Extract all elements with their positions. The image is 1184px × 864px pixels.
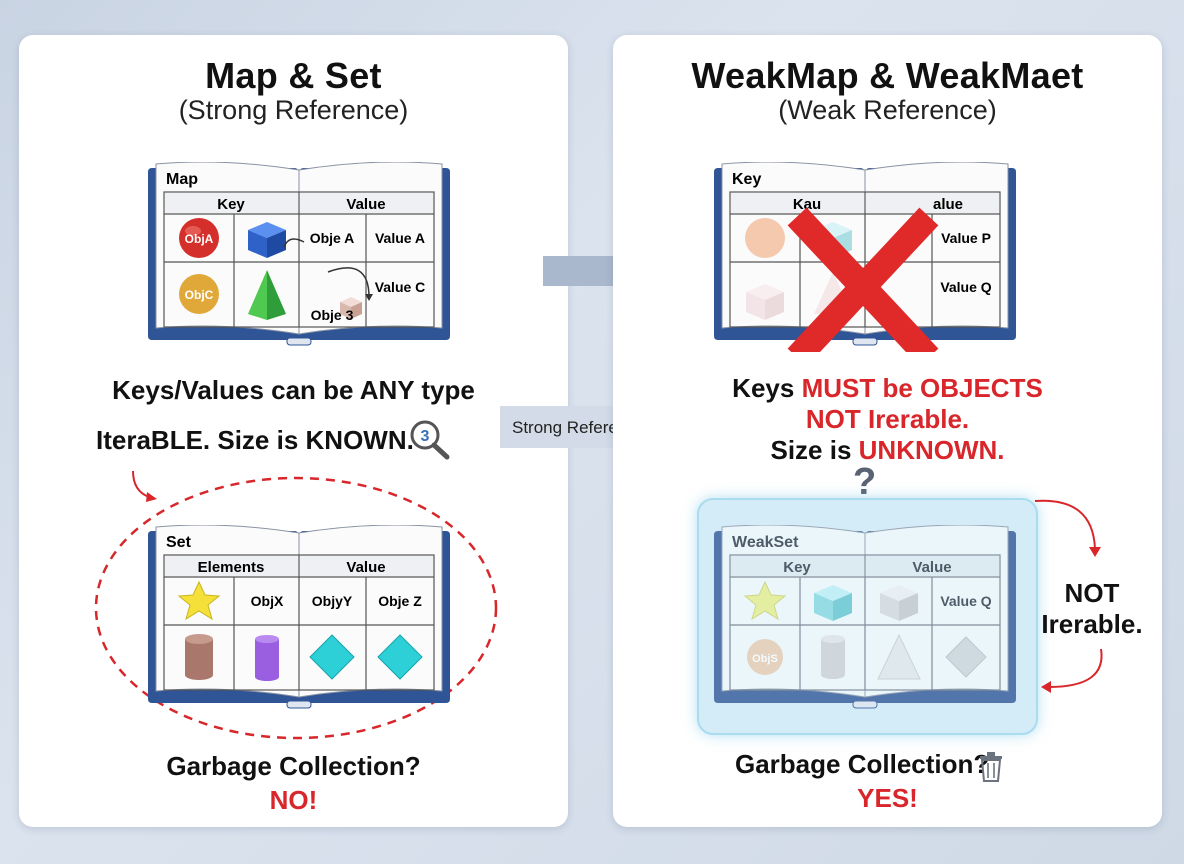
cylinder-icon	[185, 634, 213, 680]
cell-obje-a: Obje A	[310, 230, 355, 246]
set-book: Set Elements Value ObjX ObjyY Obje Z	[148, 525, 450, 709]
weakset-book: WeakSet Key Value Value Q ObjS	[714, 525, 1016, 709]
red-curve-arrow-bottom	[1041, 648, 1103, 693]
size-unknown-text: UNKNOWN.	[858, 435, 1005, 465]
cell-obje-3: Obje 3	[311, 307, 354, 323]
right-gc-answer: YES!	[857, 783, 918, 813]
keys-must-text: MUST be OBJECTS	[801, 373, 1043, 403]
keys-any-type-text: Keys/Values can be ANY type	[112, 375, 475, 405]
obj-c-label: ObjC	[185, 288, 214, 302]
cell-objyy: ObjyY	[312, 593, 353, 609]
not-iterable-red-text: NOT Irerable.	[805, 404, 970, 434]
weakmap-book: Key Kau alue Value P Value Q Obj	[714, 162, 1016, 352]
keys-must-line: Keys MUST be OBJECTS	[613, 373, 1162, 404]
left-gc-answer: NO!	[269, 785, 318, 815]
weakset-col-value: Value	[912, 559, 951, 576]
cylinder-icon	[821, 635, 845, 679]
diamond-icon	[377, 634, 423, 680]
cell-value-q: Value Q	[940, 279, 991, 295]
cube-icon	[814, 585, 852, 621]
sphere-icon	[745, 218, 785, 258]
star-icon	[177, 580, 221, 621]
diamond-icon	[945, 636, 987, 678]
right-title: WeakMap & WeakMaet	[691, 55, 1084, 96]
cell-value-c: Value C	[375, 279, 426, 295]
size-unknown-line: Size is UNKNOWN.	[613, 435, 1162, 466]
sphere-icon: ObjA	[179, 218, 219, 258]
sphere-icon: ObjC	[179, 274, 219, 314]
star-icon	[743, 580, 787, 621]
weakset-cell-value-q: Value Q	[940, 593, 991, 609]
map-book: Map Key Value ObjA Obje A Value A ObjC	[148, 162, 450, 346]
not-iterable-side: NOT Irerable.	[1037, 578, 1147, 640]
obj-a-label: ObjA	[185, 232, 214, 246]
cube-icon	[880, 585, 918, 621]
red-curve-arrow-top	[1034, 499, 1101, 557]
left-gc-question: Garbage Collection?	[166, 751, 421, 781]
right-subtitle: (Weak Reference)	[778, 95, 997, 125]
weakmap-book-label: Key	[732, 171, 761, 188]
gc-dashed-ellipse	[94, 476, 498, 740]
cube-icon	[248, 222, 286, 258]
badge-number: 3	[421, 428, 430, 445]
map-book-label: Map	[166, 171, 198, 188]
not-iterable-side-line1: NOT	[1064, 578, 1120, 608]
diamond-icon	[309, 634, 355, 680]
trash-icon	[980, 752, 1002, 782]
weakset-col-key: Key	[783, 559, 811, 576]
left-subtitle: (Strong Reference)	[178, 95, 409, 125]
map-set-panel: Map & Set (Strong Reference) Map Key Val…	[19, 35, 568, 827]
red-curve-arrow	[132, 470, 157, 502]
set-book-label: Set	[166, 534, 192, 551]
weakset-obj-s: ObjS	[752, 653, 778, 665]
cube-icon	[340, 297, 362, 319]
not-iterable-side-line2: Irerable.	[1041, 609, 1143, 639]
magnifier-icon: 3	[410, 420, 450, 460]
cell-obje-z: Obje Z	[378, 593, 422, 609]
cell-objx: ObjX	[251, 593, 284, 609]
cross-icon	[787, 207, 939, 352]
pyramid-icon	[877, 633, 921, 680]
sphere-icon: ObjS	[747, 639, 783, 675]
size-prefix: Size is	[770, 435, 859, 465]
question-mark: ?	[853, 461, 877, 503]
cube-icon	[746, 284, 784, 320]
weakset-book-label: WeakSet	[732, 534, 799, 551]
map-col-value: Value	[346, 196, 385, 213]
weakmap-weakset-panel: WeakMap & WeakMaet (Weak Reference) Key …	[613, 35, 1162, 827]
cylinder-icon	[255, 635, 279, 681]
pyramid-icon	[248, 270, 286, 320]
cell-value-p: Value P	[941, 230, 991, 246]
set-col-elements: Elements	[198, 559, 265, 576]
map-col-key: Key	[217, 196, 245, 213]
weakmap-col-key: Kau	[793, 196, 821, 213]
weakmap-col-value: alue	[933, 196, 963, 213]
keys-prefix: Keys	[732, 373, 802, 403]
iterable-size-text: IteraBLE. Size is KNOWN.	[96, 425, 414, 455]
left-title: Map & Set	[205, 55, 382, 96]
right-gc-question: Garbage Collection?	[735, 749, 990, 779]
strong-reference-label: Strong Reference	[512, 418, 646, 437]
cell-value-a: Value A	[375, 230, 425, 246]
set-col-value: Value	[346, 559, 385, 576]
